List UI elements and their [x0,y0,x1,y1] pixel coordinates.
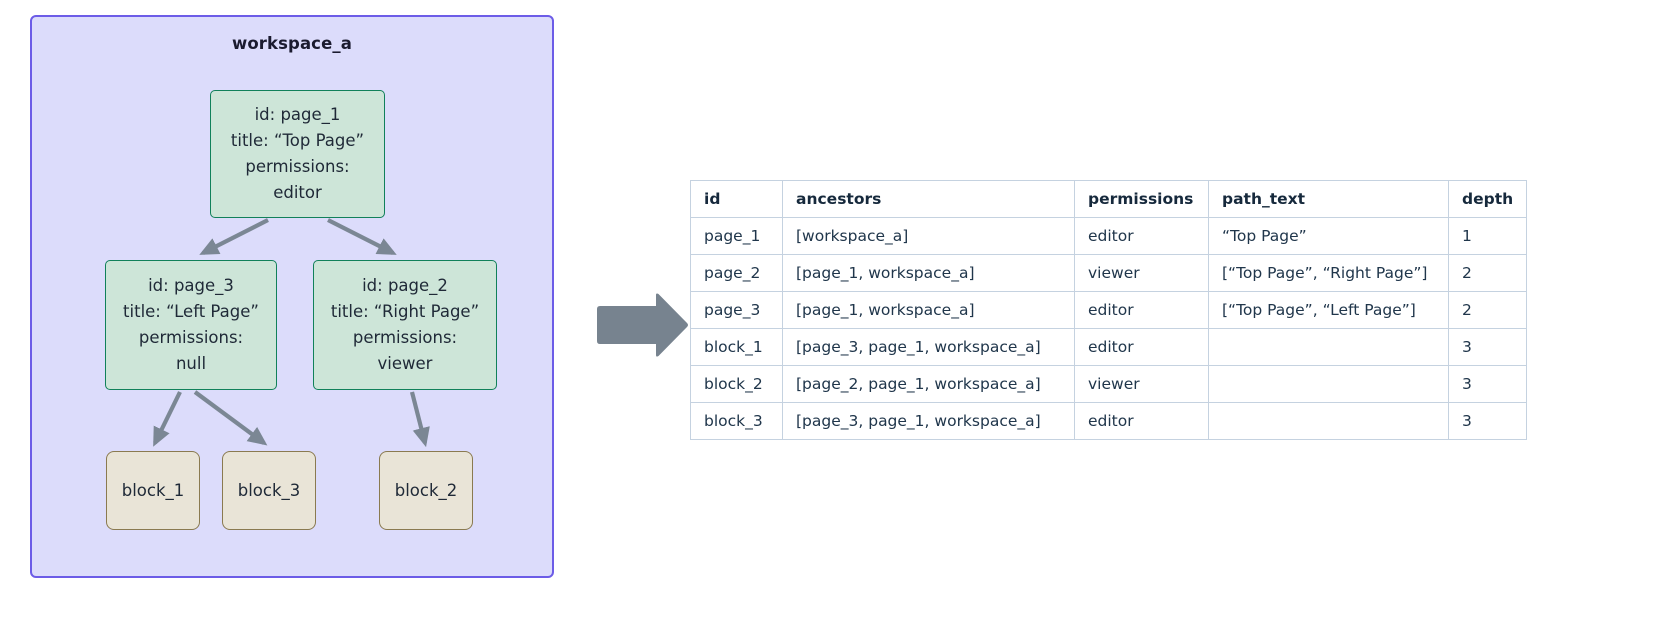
node-block-2-label: block_2 [394,480,458,500]
node-block-2[interactable]: block_2 [379,451,473,530]
cell-ancestors: [page_3, page_1, workspace_a] [782,328,1075,366]
node-page-1-line-2: title: “Top Page” [230,131,365,150]
cell-id: block_3 [690,402,783,440]
node-block-3-label: block_3 [237,480,301,500]
table-row: block_2 [page_2, page_1, workspace_a] vi… [690,365,1528,403]
cell-id: page_1 [690,217,783,255]
table-row: page_3 [page_1, workspace_a] editor [“To… [690,291,1528,329]
node-page-3-line-4: null [175,354,207,373]
cell-depth: 2 [1447,291,1528,329]
cell-ancestors: [page_1, workspace_a] [782,254,1075,292]
right-arrow-icon [597,293,688,357]
node-block-3[interactable]: block_3 [222,451,316,530]
column-header-ancestors: ancestors [782,180,1075,218]
cell-permissions: viewer [1074,365,1209,403]
cell-id: block_2 [690,365,783,403]
cell-depth: 2 [1447,254,1528,292]
edge-page2-block2 [409,391,430,448]
node-page-2-line-4: viewer [377,354,433,373]
cell-path-text [1208,402,1449,440]
node-page-1[interactable]: id: page_1 title: “Top Page” permissions… [210,90,385,218]
cell-id: page_3 [690,291,783,329]
column-header-depth: depth [1447,180,1528,218]
node-page-2-line-3: permissions: [352,328,458,347]
edge-page1-page2 [327,218,397,255]
cell-permissions: editor [1074,217,1209,255]
cell-path-text [1208,365,1449,403]
node-page-3[interactable]: id: page_3 title: “Left Page” permission… [105,260,277,390]
cell-path-text: [“Top Page”, “Right Page”] [1208,254,1449,292]
node-block-1-label: block_1 [121,480,185,500]
column-header-path-text: path_text [1208,180,1449,218]
cell-ancestors: [page_2, page_1, workspace_a] [782,365,1075,403]
table-header-row: id ancestors permissions path_text depth [690,180,1528,218]
column-header-id: id [690,180,783,218]
table-row: block_3 [page_3, page_1, workspace_a] ed… [690,402,1528,440]
cell-permissions: viewer [1074,254,1209,292]
node-page-1-line-3: permissions: [245,157,350,176]
table-row: page_1 [workspace_a] editor “Top Page” 1 [690,217,1528,255]
cell-id: page_2 [690,254,783,292]
cell-id: block_1 [690,328,783,366]
edge-page3-block3 [193,390,268,446]
node-page-1-line-4: editor [273,183,322,202]
cell-depth: 3 [1447,402,1528,440]
node-block-1[interactable]: block_1 [106,451,200,530]
workspace-container: workspace_a id: page_1 title: “Top Page”… [30,15,554,578]
edge-page3-block1 [153,391,182,447]
cell-permissions: editor [1074,402,1209,440]
node-page-2-line-2: title: “Right Page” [330,302,480,321]
cell-depth: 3 [1447,328,1528,366]
result-table: id ancestors permissions path_text depth… [690,180,1528,440]
column-header-permissions: permissions [1074,180,1209,218]
cell-path-text: [“Top Page”, “Left Page”] [1208,291,1449,329]
cell-ancestors: [page_3, page_1, workspace_a] [782,402,1075,440]
node-page-3-line-1: id: page_3 [148,276,234,295]
table-row: page_2 [page_1, workspace_a] viewer [“To… [690,254,1528,292]
workspace-title: workspace_a [232,34,352,53]
cell-path-text: “Top Page” [1208,217,1449,255]
edge-page1-page3 [199,218,269,255]
cell-permissions: editor [1074,291,1209,329]
node-page-2[interactable]: id: page_2 title: “Right Page” permissio… [313,260,497,390]
cell-ancestors: [page_1, workspace_a] [782,291,1075,329]
node-page-3-line-3: permissions: [138,328,244,347]
cell-depth: 1 [1447,217,1528,255]
cell-ancestors: [workspace_a] [782,217,1075,255]
node-page-3-line-2: title: “Left Page” [123,302,259,321]
cell-depth: 3 [1447,365,1528,403]
node-page-2-line-1: id: page_2 [362,276,448,295]
node-page-1-line-1: id: page_1 [254,105,341,124]
cell-path-text [1208,328,1449,366]
table-row: block_1 [page_3, page_1, workspace_a] ed… [690,328,1528,366]
cell-permissions: editor [1074,328,1209,366]
